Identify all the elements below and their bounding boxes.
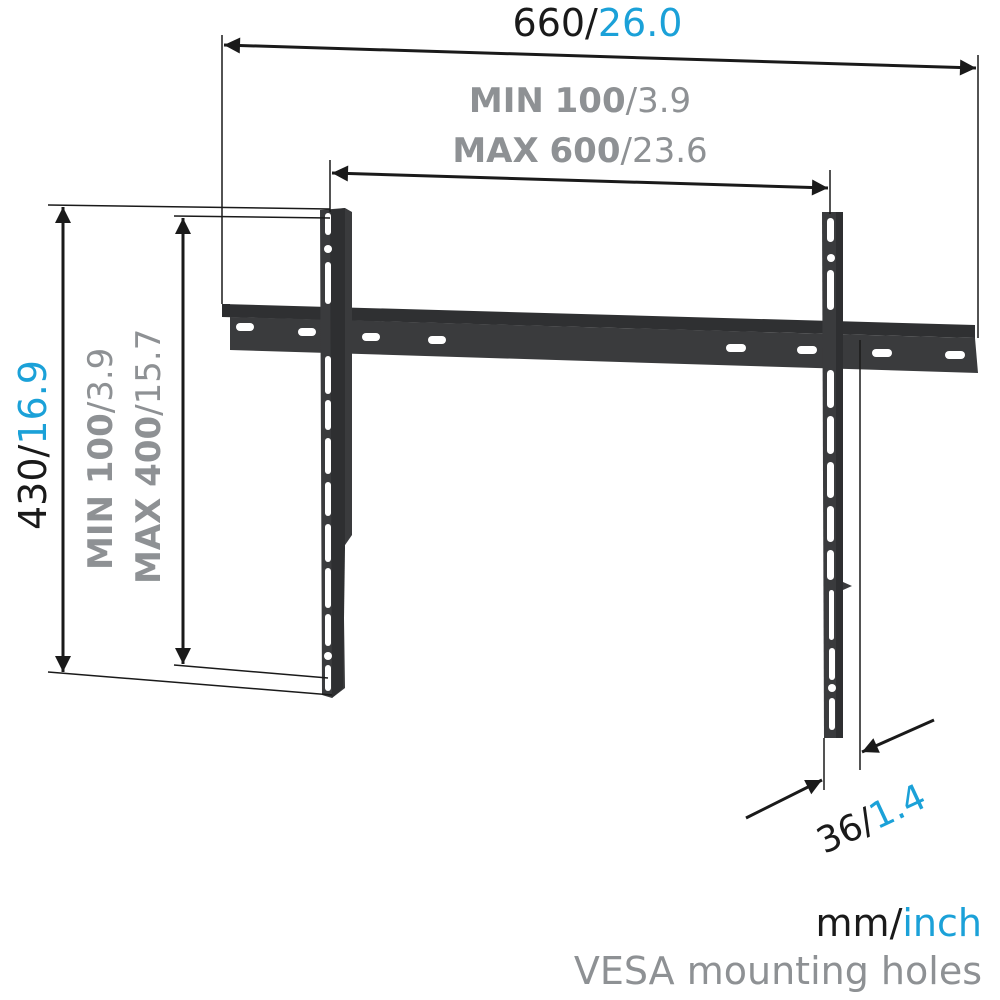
rail-slots xyxy=(236,323,965,359)
overall-height-mm: 430 xyxy=(11,457,55,530)
vesa-h-min-mm: 100 xyxy=(554,81,626,121)
vesa-horizontal-min-label: MIN 100/3.9 xyxy=(420,84,740,118)
units-legend: mm/inch xyxy=(816,904,982,942)
overall-width-mm: 660 xyxy=(512,1,586,45)
vesa-caption: VESA mounting holes xyxy=(573,949,982,993)
dimension-lines xyxy=(47,35,979,820)
overall-width-inch: 26.0 xyxy=(597,1,683,45)
right-arm-holes xyxy=(827,218,836,730)
vesa-vertical-max-label: MAX 400/15.7 xyxy=(129,328,169,584)
vesa-h-max-text: MAX xyxy=(452,131,539,171)
unit-mm: mm xyxy=(815,901,890,945)
overall-height-label: 430/16.9 xyxy=(11,360,55,530)
overall-height-sep: / xyxy=(11,444,55,458)
vesa-v-max-inch: /15.7 xyxy=(129,328,169,416)
left-arm-holes xyxy=(324,213,332,691)
vesa-v-min-text: MIN xyxy=(81,495,121,570)
vesa-v-max-text: MAX xyxy=(129,497,169,584)
unit-sep: / xyxy=(889,901,903,945)
wall-rail xyxy=(222,304,978,373)
vesa-h-max-mm: 600 xyxy=(549,131,621,171)
vesa-v-max-mm: 400 xyxy=(129,415,169,487)
overall-height-inch: 16.9 xyxy=(11,360,55,445)
vesa-h-min-inch: /3.9 xyxy=(625,81,692,121)
vesa-h-min-text: MIN xyxy=(468,81,544,121)
left-vertical-arm xyxy=(320,208,352,698)
vesa-vertical-min-label: MIN 100/3.9 xyxy=(81,347,121,570)
vesa-h-max-inch: /23.6 xyxy=(620,131,708,171)
unit-inch: inch xyxy=(902,901,982,945)
vesa-v-min-inch: /3.9 xyxy=(81,347,121,414)
vesa-horizontal-max-label: MAX 600/23.6 xyxy=(420,134,740,168)
overall-width-sep: / xyxy=(585,1,598,45)
right-vertical-arm xyxy=(822,212,852,738)
overall-width-label: 660/26.0 xyxy=(0,4,1000,42)
vesa-v-min-mm: 100 xyxy=(81,413,121,485)
